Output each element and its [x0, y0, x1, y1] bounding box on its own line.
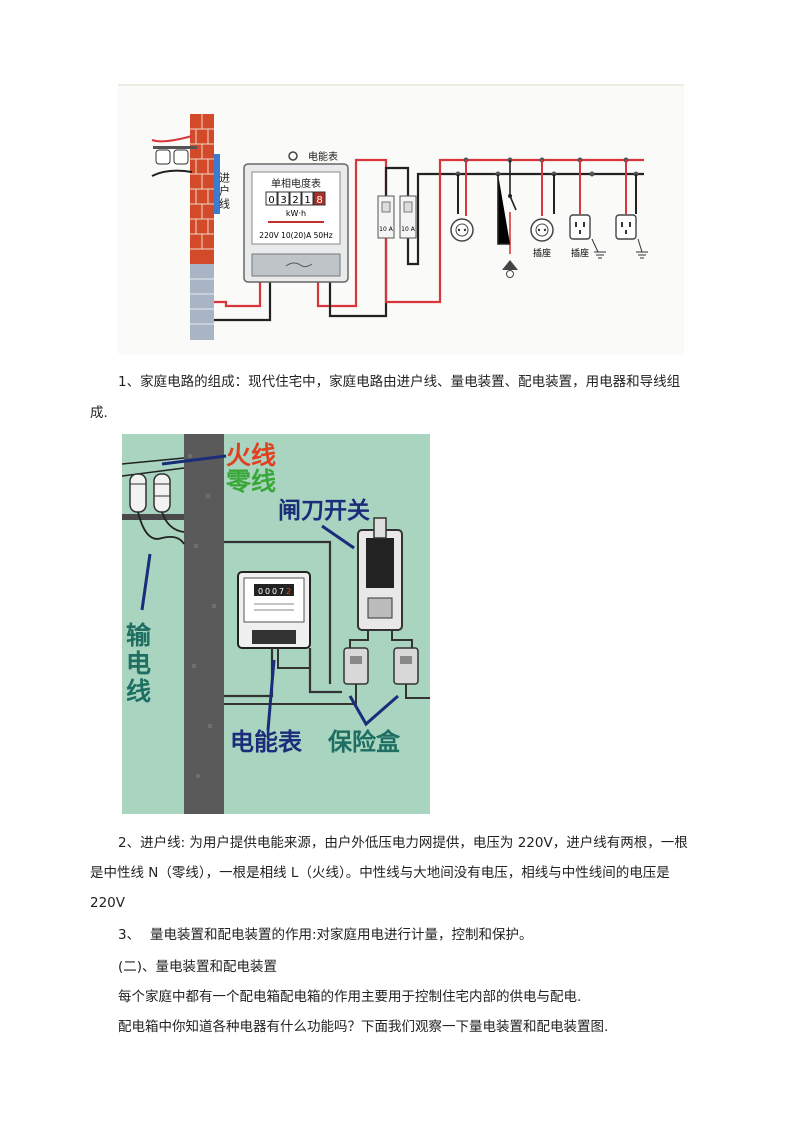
meter-unit: kW·h	[286, 209, 306, 218]
svg-text:1: 1	[304, 195, 310, 206]
svg-text:2: 2	[286, 587, 291, 596]
utility-pole	[184, 434, 224, 814]
outlet-square-2	[615, 160, 648, 259]
meter-title-label: 电能表	[308, 150, 338, 163]
meter-spec: 220V 10(20)A 50Hz	[259, 231, 332, 240]
paragraph-3-text: 量电装置和配电装置的作用:对家庭用电进行计量，控制和保护。	[150, 927, 533, 943]
meter-name: 单相电度表	[271, 177, 321, 190]
svg-text:2: 2	[292, 195, 298, 206]
pole-insulators	[122, 457, 185, 545]
transmission-line-char-3: 线	[126, 677, 151, 706]
paragraph-3-number: 3、	[118, 927, 141, 943]
svg-text:0: 0	[265, 587, 270, 596]
svg-text:10 A: 10 A	[401, 226, 416, 233]
transmission-line-char-2: 电	[126, 649, 151, 678]
paragraph-2-line-3: 220V	[90, 895, 126, 911]
section-heading: (二)、量电装置和配电装置	[118, 959, 278, 975]
transmission-line-char-1: 输	[126, 621, 152, 650]
svg-text:10 A: 10 A	[379, 226, 394, 233]
svg-text:7: 7	[279, 587, 284, 596]
knife-switch	[349, 517, 413, 648]
household-circuit-diagram: 进户线 电能表 单相电度表 0 3 2	[118, 84, 684, 354]
paragraph-5: 每个家庭中都有一个配电箱配电箱的作用主要用于控制住宅内部的供电与配电.	[118, 989, 582, 1005]
meter-distribution-diagram: 火线 零线 闸刀开关 0 0 0 7 2 输 电 线	[122, 434, 430, 814]
incoming-line-label: 进户线	[218, 172, 231, 211]
paragraph-6: 配电箱中你知道各种电器有什么功能吗？下面我们观察一下量电装置和配电装置图.	[118, 1019, 609, 1035]
paragraph-1-line-2: 成.	[90, 405, 108, 421]
fuse-boxes	[224, 647, 430, 705]
electricity-meter: 电能表 单相电度表 0 3 2 1 8 kW·h 220V 10(20)A 50…	[243, 150, 349, 283]
electricity-meter-photo: 0 0 0 7 2	[237, 571, 311, 684]
brick-wall	[190, 114, 220, 340]
outlet-square-1: 插座	[553, 160, 606, 259]
socket-label-1: 插座	[533, 247, 551, 259]
svg-text:0: 0	[272, 587, 277, 596]
meter-digit-row: 0 3 2 1 8	[265, 191, 326, 206]
svg-text:0: 0	[258, 587, 263, 596]
wall-insulators	[151, 135, 197, 177]
fuse-box-label: 保险盒	[327, 728, 401, 756]
socket-label-2: 插座	[571, 247, 589, 259]
live-wire-label: 火线	[226, 441, 276, 470]
svg-text:0: 0	[268, 195, 274, 206]
paragraph-2-line-1: 2、进户线: 为用户提供电能来源，由户外低压电力网提供，电压为 220V，进户线…	[118, 835, 688, 851]
paragraph-1-line-1: 1、家庭电路的组成：现代住宅中，家庭电路由进户线、量电装置、配电装置，用电器和导…	[118, 374, 681, 390]
outlet-round-2: 插座	[530, 160, 554, 259]
energy-meter-label: 电能表	[230, 728, 303, 756]
paragraph-2-line-2: 是中性线 N（零线），一根是相线 L（火线）。中性线与大地间没有电压，相线与中性…	[90, 865, 670, 881]
neutral-wire-label: 零线	[225, 467, 276, 496]
switch-and-lamp	[497, 160, 518, 278]
svg-text:8: 8	[316, 195, 322, 206]
outlet-round-1	[450, 160, 474, 242]
knife-switch-label: 闸刀开关	[278, 497, 370, 524]
fuse-pair: 10 A 10 A	[377, 195, 417, 239]
svg-text:3: 3	[280, 195, 286, 206]
